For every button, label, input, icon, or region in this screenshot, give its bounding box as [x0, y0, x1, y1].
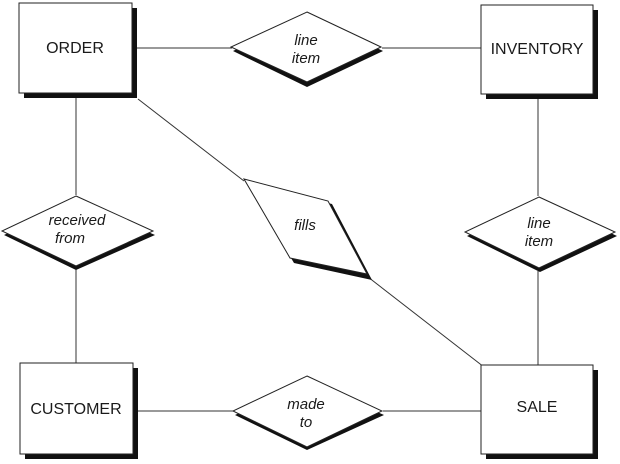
line-fills-to-sale	[367, 276, 485, 368]
entity-inventory-label: INVENTORY	[491, 41, 584, 58]
entity-order-label: ORDER	[46, 40, 104, 57]
entity-customer-label: CUSTOMER	[30, 401, 121, 418]
relationship-line-item-top-label-2: item	[292, 50, 320, 67]
relationship-fills-label: fills	[294, 217, 316, 234]
connectors	[75, 47, 539, 412]
relationship-received-from-label-1: received	[49, 212, 106, 229]
relationship-line-item-right: line item	[463, 196, 617, 272]
entity-order: ORDER	[18, 2, 137, 98]
relationship-line-item-right-label-1: line	[527, 215, 550, 232]
relationship-fills: fills	[242, 178, 372, 280]
entity-inventory: INVENTORY	[480, 4, 598, 99]
entity-customer: CUSTOMER	[19, 362, 138, 459]
line-order-to-fills	[137, 98, 245, 182]
relationship-line-item-right-label-2: item	[525, 233, 553, 250]
entity-sale: SALE	[480, 364, 598, 459]
relationship-line-item-top: line item	[229, 11, 383, 87]
relationship-received-from: received from	[0, 195, 155, 270]
entity-sale-label: SALE	[517, 399, 558, 416]
relationship-made-to-label-2: to	[300, 414, 313, 431]
relationship-made-to: made to	[231, 375, 384, 450]
relationship-line-item-top-label-1: line	[294, 32, 317, 49]
relationship-received-from-label-2: from	[55, 230, 85, 247]
relationship-made-to-label-1: made	[287, 396, 325, 413]
